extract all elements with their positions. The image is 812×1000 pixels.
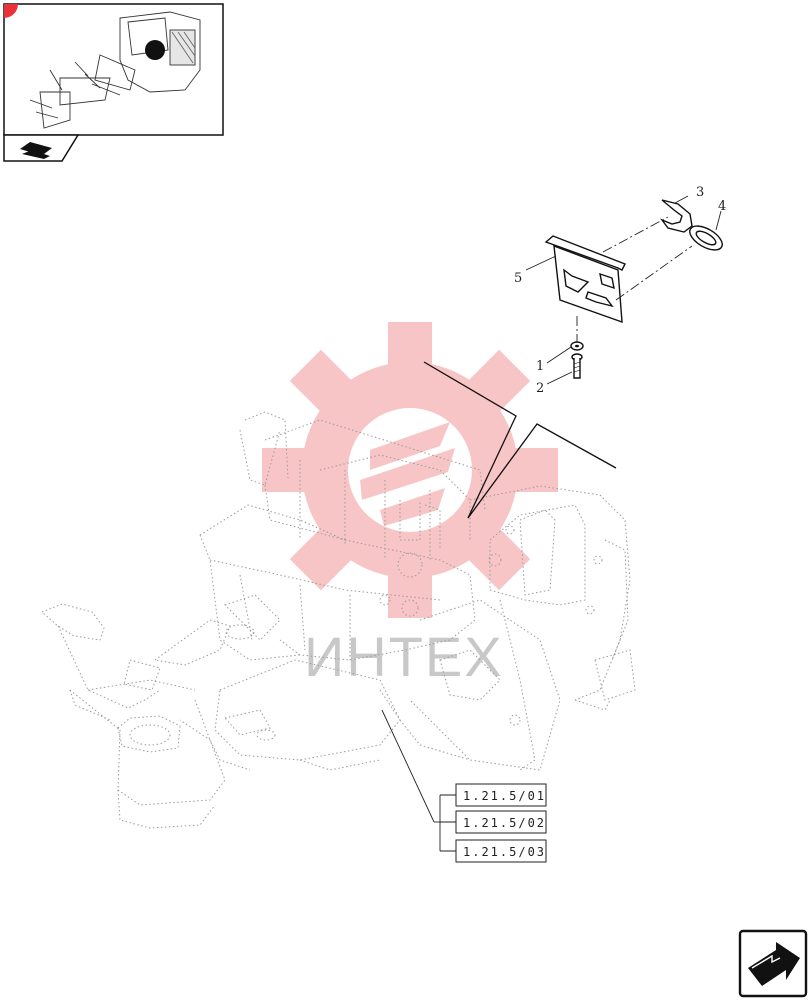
reference-link-1[interactable]: 1.21.5/01 (455, 783, 547, 807)
reference-code-1: 1.21.5/01 (463, 789, 546, 803)
corner-badge (4, 4, 18, 18)
bolt[interactable] (571, 353, 583, 379)
rubber-grommet[interactable] (686, 221, 726, 255)
callout-3: 3 (696, 185, 704, 200)
reference-bracket (381, 709, 456, 852)
thumbnail-chassis-sketch (29, 11, 201, 129)
callout-4: 4 (718, 199, 726, 214)
callout-2: 2 (536, 381, 544, 396)
thumbnail-tab[interactable] (3, 134, 80, 162)
watermark-logo (262, 322, 558, 618)
callout-1: 1 (536, 359, 544, 374)
next-page-arrow-icon (748, 942, 800, 986)
callout-leaders (525, 195, 722, 385)
bracket-plate[interactable] (544, 235, 626, 324)
assembly-axis-lines (576, 216, 693, 342)
location-pointer-lines (423, 361, 617, 519)
reference-code-2: 1.21.5/02 (463, 816, 546, 830)
thumbnail-location-marker (145, 40, 165, 60)
bookmark-icon (20, 142, 52, 159)
retaining-clip[interactable] (659, 199, 693, 233)
reference-link-2[interactable]: 1.21.5/02 (455, 810, 547, 834)
watermark-text: ИНТЕХ (304, 625, 504, 688)
reference-code-3: 1.21.5/03 (463, 845, 546, 859)
overview-thumbnail[interactable] (3, 3, 224, 136)
washer[interactable] (570, 341, 584, 351)
reference-link-3[interactable]: 1.21.5/03 (455, 839, 547, 863)
chassis-frame-drawing (41, 411, 636, 829)
callout-5: 5 (514, 271, 522, 286)
next-page-button[interactable] (738, 929, 808, 998)
